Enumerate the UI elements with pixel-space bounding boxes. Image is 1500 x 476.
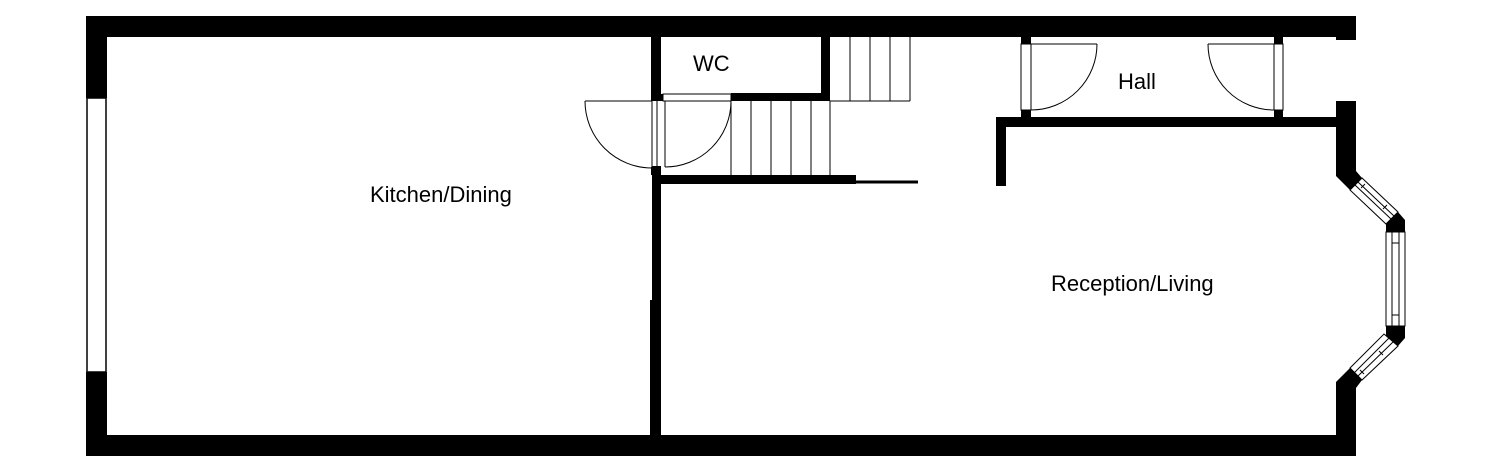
wall-wc-bottom: [731, 93, 830, 101]
wc-door[interactable]: [662, 93, 732, 168]
room-label-hall: Hall: [1118, 69, 1156, 94]
wall-hall-left-return: [996, 117, 1006, 186]
wall-partition-lower: [650, 300, 661, 436]
jamb: [1021, 36, 1031, 44]
hall-front-door[interactable]: [1207, 43, 1284, 111]
wall-top: [86, 16, 1356, 37]
jamb: [651, 167, 661, 175]
walls: [86, 16, 1405, 456]
bay-window-lower: [1349, 333, 1399, 381]
room-label-wc: WC: [693, 51, 730, 76]
stairs-upper-flight: [830, 37, 911, 102]
stairs-lower-flight: [730, 101, 831, 175]
wall-hall-bottom: [996, 117, 1338, 127]
wall-bottom: [86, 435, 1356, 456]
room-label-kitchen: Kitchen/Dining: [370, 182, 512, 207]
wall-wc-right: [821, 36, 830, 101]
rear-window: [86, 97, 107, 373]
bay-corner-top: [1336, 171, 1362, 190]
hall-inner-door[interactable]: [1020, 43, 1098, 111]
bay-window-upper: [1349, 177, 1399, 225]
wall-partition-upper: [652, 166, 661, 302]
jamb: [651, 94, 663, 101]
kitchen-door[interactable]: [584, 100, 658, 169]
room-label-reception: Reception/Living: [1051, 271, 1214, 296]
wall-left-upper: [86, 16, 107, 98]
wall-top-right-stub: [1336, 16, 1356, 40]
jamb: [1274, 36, 1283, 44]
wall-stair-base: [652, 175, 856, 184]
jamb: [1021, 110, 1031, 118]
wall-right-upper: [1336, 101, 1356, 171]
wall-right-lower: [1336, 384, 1356, 456]
jamb: [1274, 110, 1283, 118]
bay-corner-bottom: [1336, 368, 1362, 388]
wall-wc-left: [651, 36, 661, 98]
bay-window-center: [1385, 231, 1406, 327]
